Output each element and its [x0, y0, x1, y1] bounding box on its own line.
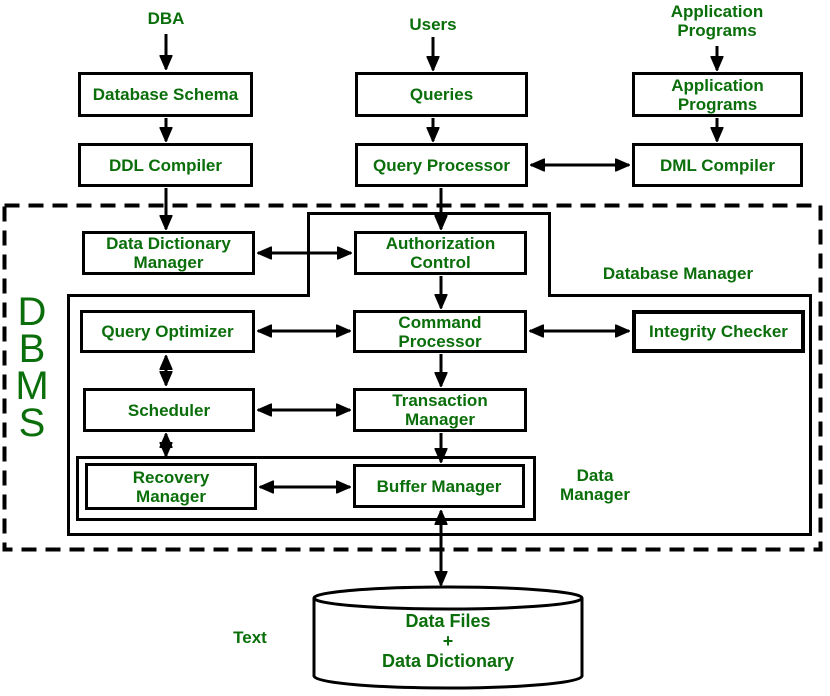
node-buffer-manager: Buffer Manager — [353, 464, 525, 508]
node-database-schema: Database Schema — [78, 72, 253, 117]
database-manager-container — [67, 212, 812, 536]
dba-label: DBA — [147, 9, 185, 28]
users-label: Users — [409, 15, 457, 34]
node-application-programs: Application Programs — [632, 72, 803, 117]
node-transaction-manager: Transaction Manager — [353, 388, 527, 432]
node-command-processor: Command Processor — [353, 310, 527, 353]
node-integrity-checker: Integrity Checker — [632, 310, 805, 353]
node-scheduler: Scheduler — [83, 388, 255, 432]
storage-label: Data Files + Data Dictionary — [381, 611, 515, 671]
application-programs-label: Application Programs — [670, 2, 764, 40]
database-manager-label: Database Manager — [602, 264, 754, 283]
text-caption: Text — [233, 628, 267, 647]
arrows — [166, 34, 717, 585]
node-authorization-control: Authorization Control — [354, 231, 527, 275]
cylinder-top — [312, 585, 584, 611]
cylinder-body — [312, 598, 584, 690]
node-recovery-manager: Recovery Manager — [85, 463, 257, 510]
data-manager-label: Data Manager — [560, 466, 630, 504]
node-dml-compiler: DML Compiler — [632, 143, 803, 187]
dbms-label: D B M S — [15, 290, 49, 445]
node-queries: Queries — [355, 72, 528, 117]
node-query-optimizer: Query Optimizer — [80, 310, 255, 353]
storage-cylinder — [312, 585, 584, 690]
data-manager-container — [76, 456, 536, 521]
node-query-processor: Query Processor — [355, 143, 528, 187]
dbms-dashed-border — [2, 203, 823, 552]
node-ddl-compiler: DDL Compiler — [78, 143, 253, 187]
node-data-dictionary-manager: Data Dictionary Manager — [82, 231, 255, 275]
